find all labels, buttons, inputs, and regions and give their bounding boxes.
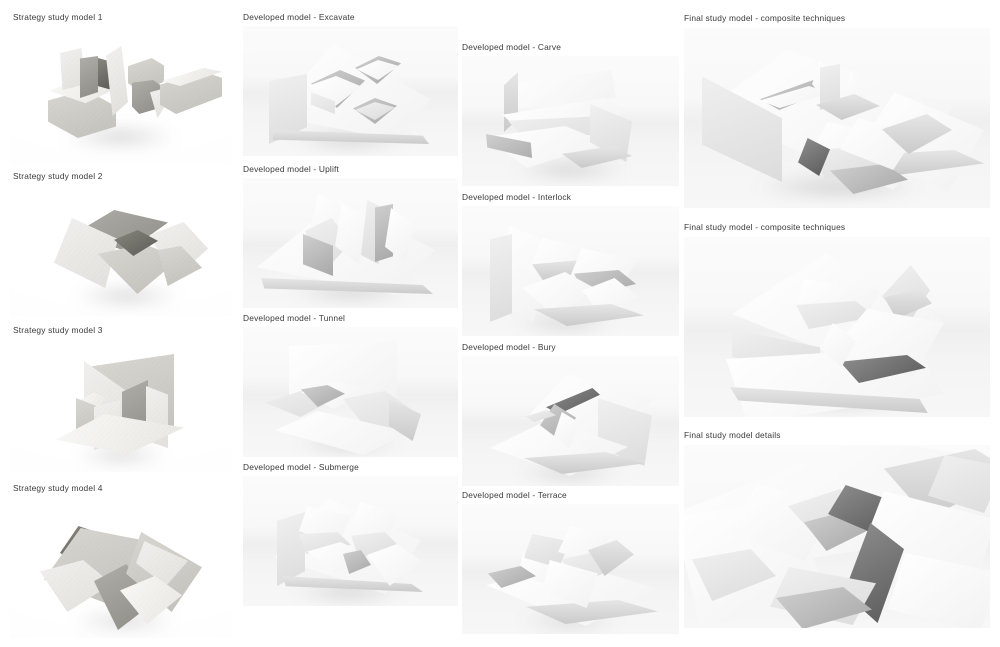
model-face [80, 56, 98, 98]
photo-final-study-model-details [684, 445, 990, 628]
photo-developed-model-bury [462, 356, 679, 486]
photo-developed-model-interlock [462, 206, 679, 336]
model-face [106, 46, 128, 116]
model-face [820, 64, 840, 110]
photo-strategy-study-model-3 [10, 340, 232, 472]
caption-strategy-study-model-1: Strategy study model 1 [13, 12, 103, 22]
photo-developed-model-uplift [243, 178, 458, 308]
caption-developed-model-terrace: Developed model - Terrace [462, 490, 567, 500]
photo-developed-model-tunnel [243, 327, 458, 457]
caption-final-study-model-composite-1: Final study model - composite techniques [684, 13, 846, 23]
caption-developed-model-tunnel: Developed model - Tunnel [243, 313, 346, 323]
model-shadow [52, 284, 202, 308]
model-shadow [56, 444, 186, 466]
photo-strategy-study-model-1 [10, 28, 232, 163]
photo-strategy-study-model-2 [10, 186, 232, 316]
photo-strategy-study-model-4 [10, 498, 232, 638]
caption-strategy-study-model-2: Strategy study model 2 [13, 171, 103, 181]
photo-developed-model-terrace [462, 504, 679, 634]
caption-strategy-study-model-3: Strategy study model 3 [13, 325, 103, 335]
caption-final-study-model-composite-2: Final study model - composite techniques [684, 222, 846, 232]
caption-developed-model-uplift: Developed model - Uplift [243, 164, 340, 174]
caption-strategy-study-model-4: Strategy study model 4 [13, 483, 103, 493]
caption-developed-model-submerge: Developed model - Submerge [243, 462, 359, 472]
photo-final-study-model-composite-1 [684, 28, 990, 208]
caption-developed-model-bury: Developed model - Bury [462, 342, 556, 352]
caption-developed-model-carve: Developed model - Carve [462, 42, 562, 52]
model-shadow [488, 160, 652, 180]
model-face [490, 234, 512, 322]
caption-final-study-model-details: Final study model details [684, 430, 781, 440]
caption-developed-model-excavate: Developed model - Excavate [243, 12, 355, 22]
photo-final-study-model-composite-2 [684, 237, 990, 417]
caption-developed-model-interlock: Developed model - Interlock [462, 192, 572, 202]
photo-developed-model-excavate [243, 26, 458, 156]
photo-developed-model-submerge [243, 476, 458, 606]
photo-developed-model-carve [462, 56, 679, 186]
